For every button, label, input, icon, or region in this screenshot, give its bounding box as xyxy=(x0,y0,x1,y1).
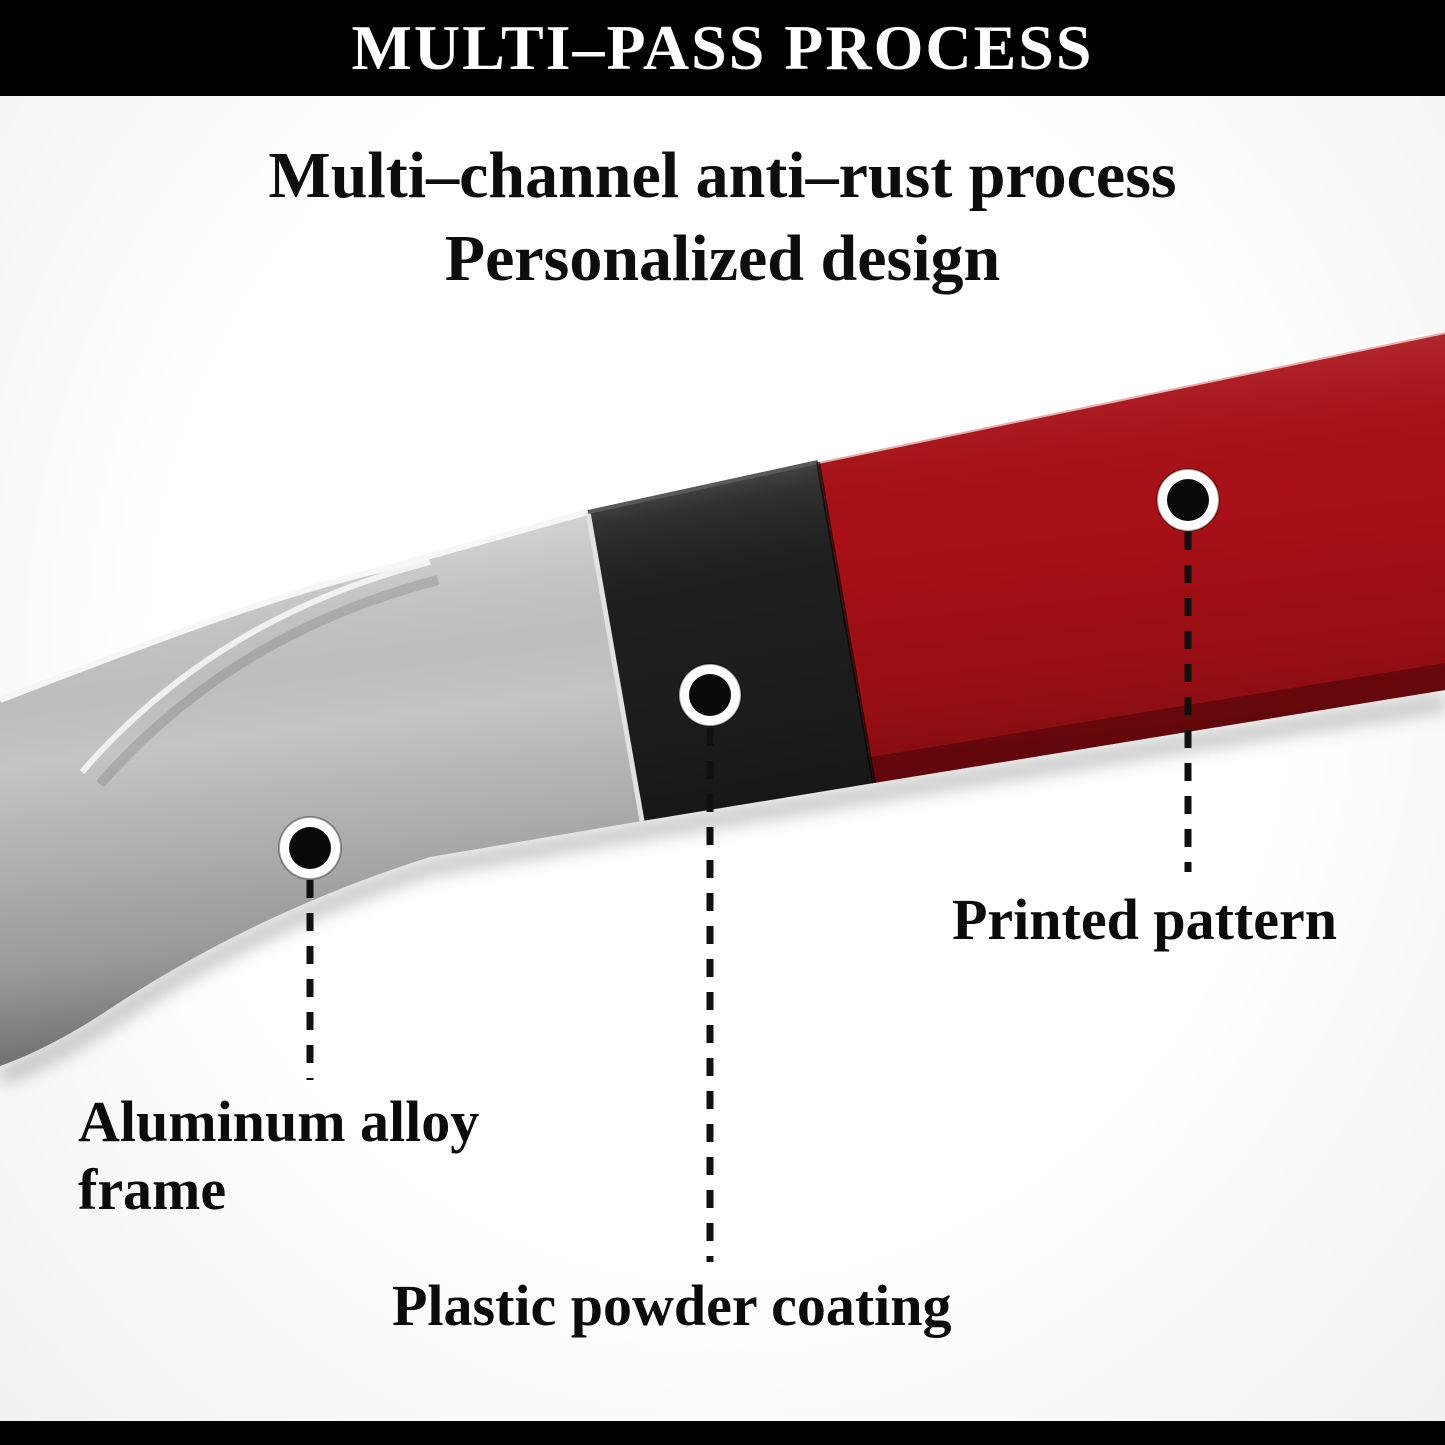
headline-line-2: Personalized design xyxy=(444,222,1001,296)
callout-dot-aluminum xyxy=(278,816,342,880)
callout-dot-coating xyxy=(678,663,742,727)
coating-top-edge-highlight xyxy=(587,460,819,514)
dot-core xyxy=(289,827,331,869)
coating-red-seam xyxy=(816,461,876,784)
frame-red-shading xyxy=(818,332,1445,783)
aluminum-coating-seam xyxy=(585,511,645,822)
frame-shadow xyxy=(0,694,1445,1084)
dot-core xyxy=(689,674,731,716)
red-top-edge-highlight xyxy=(817,330,1445,464)
callout-label-aluminum-alloy-frame: Aluminum alloy frame xyxy=(78,1089,480,1223)
aluminum-corner-crease xyxy=(96,575,440,788)
headline-line-1: Multi–channel anti–rust process xyxy=(268,139,1177,212)
aluminum-corner-highlight xyxy=(79,559,431,774)
aluminum-top-edge-highlight xyxy=(0,509,589,703)
frame-red-bevel xyxy=(870,663,1445,783)
callout-dot-pattern xyxy=(1156,468,1220,532)
header-title: MULTI–PASS PROCESS xyxy=(351,12,1094,83)
header-bar: MULTI–PASS PROCESS xyxy=(0,0,1445,96)
frame-aluminum-shading xyxy=(0,512,642,1066)
headline: Multi–channel anti–rust process Personal… xyxy=(0,134,1445,300)
callout-label-printed-pattern: Printed pattern xyxy=(952,887,1337,952)
footer-bar xyxy=(0,1421,1445,1445)
callout-label-plastic-powder-coating: Plastic powder coating xyxy=(392,1273,952,1338)
frame-coating-shading xyxy=(588,462,874,821)
dot-core xyxy=(1167,479,1209,521)
